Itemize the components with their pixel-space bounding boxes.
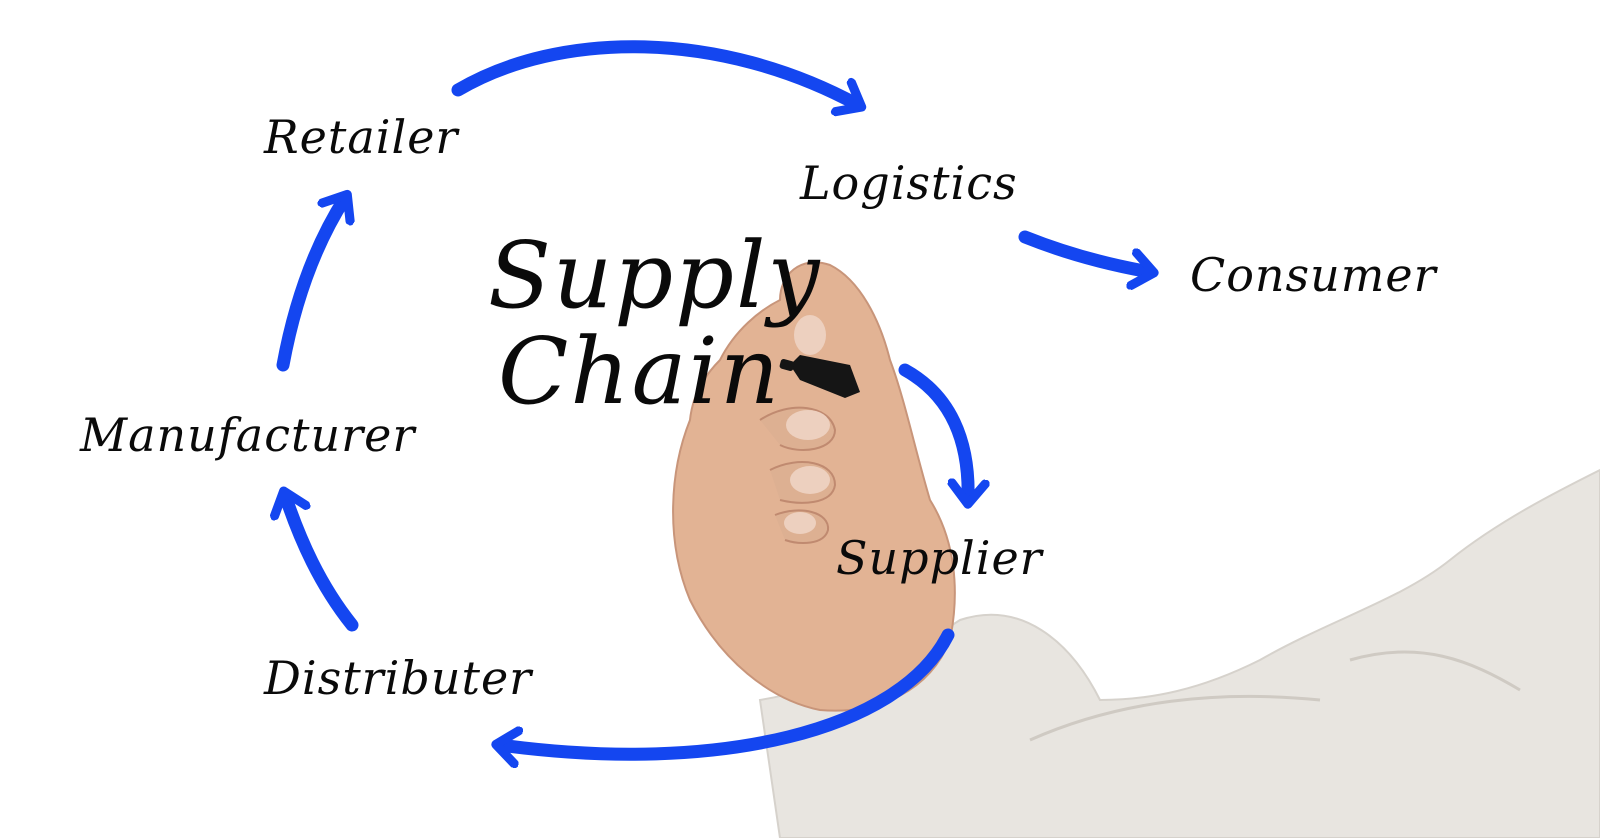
- node-consumer: Consumer: [1190, 248, 1437, 302]
- title-line-2: Chain: [498, 318, 782, 425]
- arrow-to-supplier: [898, 363, 968, 500]
- arrow-logistics-to-consumer: [1018, 230, 1150, 272]
- title-line-1: Supply: [488, 222, 822, 329]
- node-distributer: Distributer: [264, 651, 533, 705]
- node-logistics: Logistics: [800, 156, 1018, 210]
- arrow-retailer-to-logistics: [451, 40, 858, 105]
- arrow-supplier-to-distributer: [500, 628, 955, 754]
- node-supplier: Supplier: [836, 531, 1043, 585]
- node-retailer: Retailer: [264, 110, 459, 164]
- arrow-manufacturer-to-retailer: [276, 198, 345, 372]
- arrow-distributer-to-manufacturer: [285, 495, 359, 632]
- diagram-title: Supply Chain: [488, 228, 821, 420]
- node-manufacturer: Manufacturer: [80, 408, 416, 462]
- marker: [779, 355, 860, 398]
